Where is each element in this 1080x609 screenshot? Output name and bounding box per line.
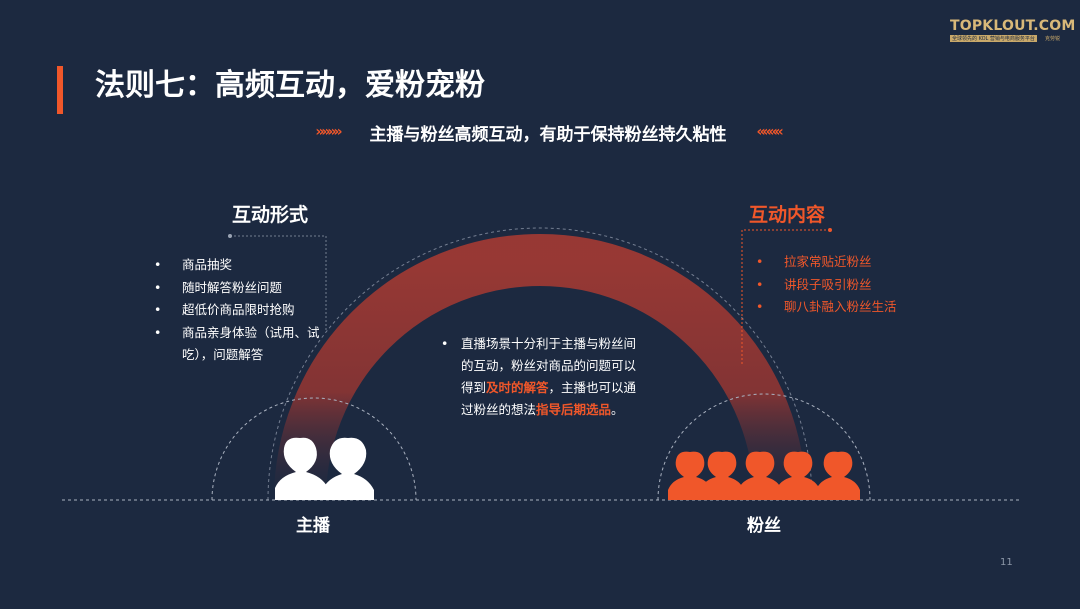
- list-item: 讲段子吸引粉丝: [756, 274, 956, 297]
- interaction-forms-list: 商品抽奖 随时解答粉丝问题 超低价商品限时抢购 商品亲身体验（试用、试吃），问题…: [154, 254, 344, 367]
- title-accent-bar: [57, 66, 63, 114]
- list-item: 聊八卦融入粉丝生活: [756, 296, 956, 319]
- fans-label: 粉丝: [747, 516, 781, 536]
- red-arc-band: [274, 234, 806, 501]
- chevrons-left-icon: ««««: [756, 124, 784, 140]
- subtitle-row: »»»» 主播与粉丝高频互动，有助于保持粉丝持久粘性 ««««: [248, 119, 848, 145]
- list-item: 商品亲身体验（试用、试吃），问题解答: [154, 322, 344, 367]
- logo-text: TOPKLOUT.COM: [950, 18, 1076, 34]
- list-item: 随时解答粉丝问题: [154, 277, 344, 300]
- page-number: 11: [1000, 557, 1013, 568]
- host-dome: [211, 397, 417, 501]
- center-text-part2: ，主播也可以通过粉丝的想法: [461, 380, 637, 417]
- interaction-content-list: 拉家常贴近粉丝 讲段子吸引粉丝 聊八卦融入粉丝生活: [756, 251, 956, 319]
- chevrons-right-icon: »»»»: [315, 124, 342, 140]
- logo-sub-left: 全球领先的 KOL 营销与电商服务平台: [950, 35, 1037, 42]
- host-silhouettes: [275, 437, 374, 500]
- center-highlight-2: 指导后期选品: [536, 402, 612, 417]
- list-item: 拉家常贴近粉丝: [756, 251, 956, 274]
- fans-dome: [657, 393, 871, 501]
- center-highlight-1: 及时的解答: [486, 380, 549, 395]
- interaction-content-heading: 互动内容: [749, 204, 826, 226]
- host-label: 主播: [296, 516, 330, 536]
- left-connector: [230, 235, 327, 330]
- center-description: • 直播场景十分利于主播与粉丝间的互动，粉丝对商品的问题可以得到及时的解答，主播…: [441, 333, 637, 421]
- center-text-part1: 直播场景十分利于主播与粉丝间的互动，粉丝对商品的问题可以得到: [461, 336, 637, 395]
- page-title: 法则七：高频互动，爱粉宠粉: [95, 68, 485, 103]
- list-item: 商品抽奖: [154, 254, 344, 277]
- right-connector: [741, 229, 830, 366]
- logo-subtitle: 全球领先的 KOL 营销与电商服务平台 克劳锐: [950, 35, 1060, 42]
- list-item: 超低价商品限时抢购: [154, 299, 344, 322]
- outer-dashed-arc: [267, 227, 813, 501]
- logo-sub-right: 克劳锐: [1044, 36, 1060, 42]
- bullet-icon: •: [441, 336, 449, 351]
- brand-logo: TOPKLOUT.COM 全球领先的 KOL 营销与电商服务平台 克劳锐: [950, 18, 1076, 42]
- interaction-forms-heading: 互动形式: [232, 204, 309, 226]
- subtitle: 主播与粉丝高频互动，有助于保持粉丝持久粘性: [369, 124, 727, 145]
- fans-silhouettes: [668, 451, 860, 500]
- center-text-part3: 。: [611, 402, 624, 417]
